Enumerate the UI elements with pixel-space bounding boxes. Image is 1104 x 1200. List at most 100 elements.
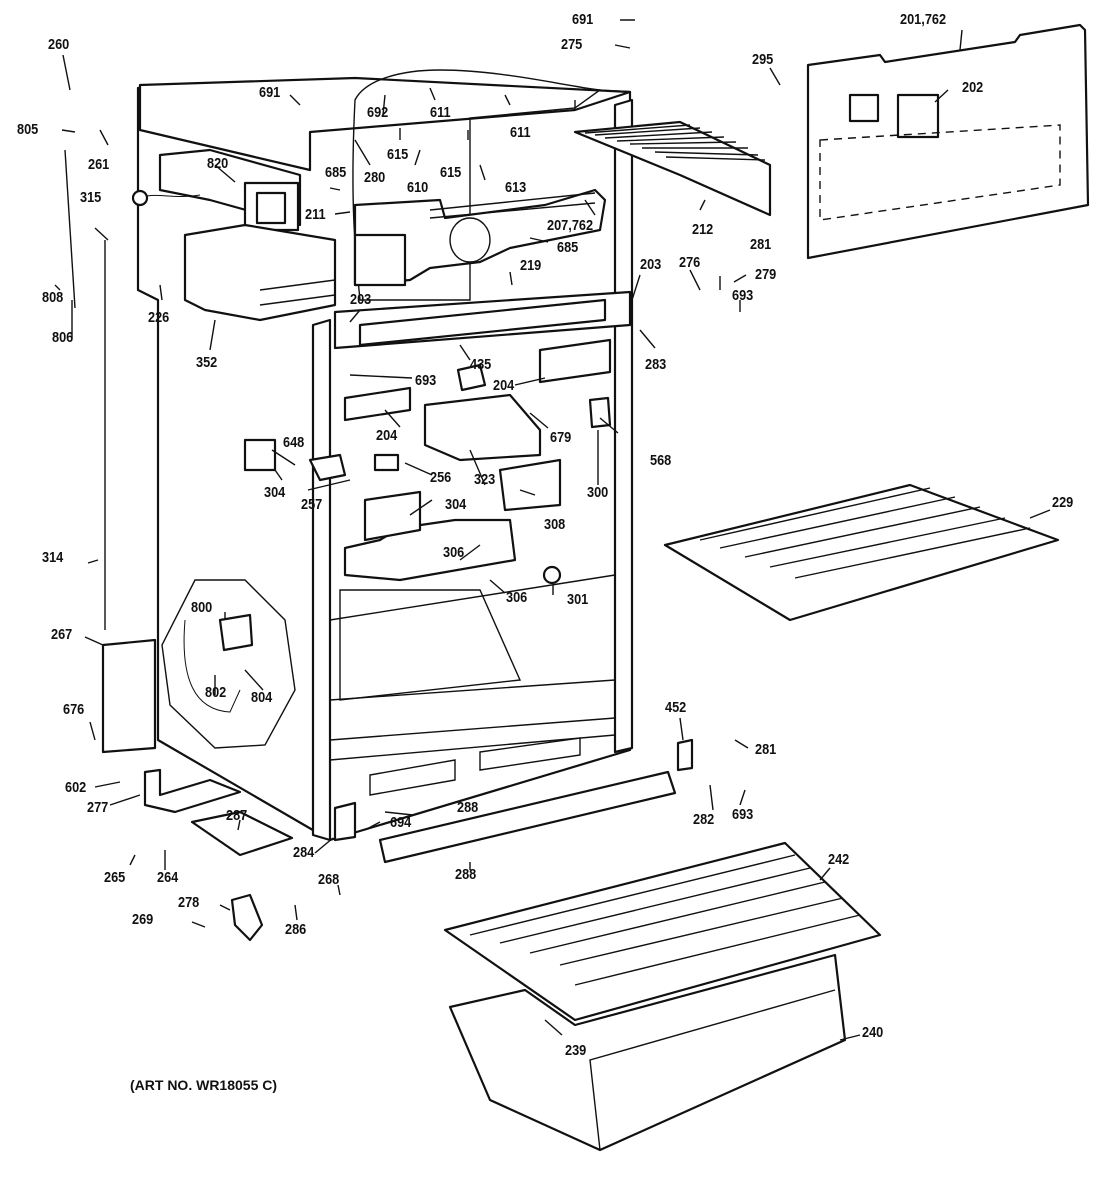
part-label-275: 275 [561, 36, 583, 53]
part-label-694: 694 [390, 814, 412, 831]
part-label-212: 212 [692, 221, 714, 238]
part-label-613: 613 [505, 179, 527, 196]
crisper-cover [443, 841, 882, 1022]
fill-tube [64, 149, 76, 309]
part-label-207-762: 207,762 [547, 217, 594, 234]
part-label-256: 256 [430, 469, 452, 486]
back-panel [806, 23, 1090, 260]
part-label-257: 257 [301, 496, 323, 513]
part-label-685-b: 685 [557, 239, 579, 256]
part-label-281-b: 281 [755, 741, 777, 758]
part-label-240: 240 [862, 1024, 884, 1041]
part-label-204: 204 [493, 377, 515, 394]
part-label-615-b: 615 [440, 164, 462, 181]
part-label-610: 610 [407, 179, 429, 196]
part-label-568: 568 [650, 452, 672, 469]
part-label-201-762: 201,762 [900, 11, 947, 28]
part-label-300: 300 [587, 484, 609, 501]
part-label-281: 281 [750, 236, 772, 253]
part-label-685: 685 [325, 164, 347, 181]
part-label-204-b: 204 [376, 427, 398, 444]
part-label-306: 306 [443, 544, 465, 561]
part-label-352: 352 [196, 354, 218, 371]
part-label-802: 802 [205, 684, 227, 701]
valve-cutaway [161, 579, 296, 749]
part-label-304: 304 [264, 484, 286, 501]
part-label-804: 804 [251, 689, 273, 706]
part-label-452: 452 [665, 699, 687, 716]
part-label-602: 602 [65, 779, 87, 796]
part-label-323: 323 [474, 471, 496, 488]
part-label-611-b: 611 [510, 124, 531, 141]
part-label-202: 202 [962, 79, 984, 96]
part-label-283: 283 [645, 356, 667, 373]
part-label-315: 315 [80, 189, 102, 206]
art-number: (ART NO. WR18055 C) [130, 1077, 278, 1093]
part-label-280: 280 [364, 169, 386, 186]
part-label-693-b: 693 [415, 372, 437, 389]
part-label-277: 277 [87, 799, 109, 816]
part-label-261: 261 [88, 156, 110, 173]
part-label-268: 268 [318, 871, 340, 888]
panel-267 [101, 638, 157, 754]
part-label-692: 692 [367, 104, 389, 121]
part-label-288-b: 288 [455, 866, 477, 883]
part-label-265: 265 [104, 869, 126, 886]
part-label-306-b: 306 [506, 589, 528, 606]
part-label-615: 615 [387, 146, 409, 163]
part-label-203: 203 [640, 256, 662, 273]
part-label-679: 679 [550, 429, 572, 446]
cutaway-outline [352, 69, 602, 301]
water-valve [218, 613, 254, 652]
part-label-691-b: 691 [572, 11, 594, 28]
part-label-226: 226 [148, 309, 170, 326]
part-label-264: 264 [157, 869, 179, 886]
ice-maker [131, 148, 337, 322]
part-label-284: 284 [293, 844, 315, 861]
part-label-805: 805 [17, 121, 39, 138]
part-label-203-b: 203 [350, 291, 372, 308]
part-label-282: 282 [693, 811, 715, 828]
roller-278 [230, 893, 264, 942]
part-label-279: 279 [755, 266, 777, 283]
part-label-693-c: 693 [732, 806, 754, 823]
part-label-676: 676 [63, 701, 85, 718]
part-label-800: 800 [191, 599, 213, 616]
part-label-269: 269 [132, 911, 154, 928]
part-label-242: 242 [828, 851, 850, 868]
part-label-219: 219 [520, 257, 542, 274]
evaporator-housing [353, 188, 607, 287]
part-label-308: 308 [544, 516, 566, 533]
part-label-435: 435 [470, 356, 492, 373]
part-label-691: 691 [259, 84, 281, 101]
part-label-276: 276 [679, 254, 701, 271]
part-label-211: 211 [305, 206, 326, 223]
part-label-287: 287 [226, 807, 248, 824]
bracket-284 [333, 801, 357, 842]
part-label-239: 239 [565, 1042, 587, 1059]
part-label-267: 267 [51, 626, 73, 643]
grille-288 [378, 770, 677, 864]
bracket-277 [143, 768, 242, 814]
wire-shelf-229 [663, 483, 1060, 622]
part-label-820: 820 [207, 155, 229, 172]
crisper-drawer [448, 953, 847, 1152]
part-label-295: 295 [752, 51, 774, 68]
part-label-648: 648 [283, 434, 305, 451]
part-label-806: 806 [52, 329, 74, 346]
part-label-288: 288 [457, 799, 479, 816]
wire-shelf-top [573, 120, 772, 217]
control-components [243, 290, 632, 585]
part-label-229: 229 [1052, 494, 1074, 511]
leader-lines [54, 19, 1051, 1041]
part-label-301: 301 [567, 591, 589, 608]
part-label-693: 693 [732, 287, 754, 304]
part-label-808: 808 [42, 289, 64, 306]
part-label-260: 260 [48, 36, 70, 53]
part-label-286: 286 [285, 921, 307, 938]
part-label-278: 278 [178, 894, 200, 911]
plate-287 [190, 810, 294, 857]
part-label-611: 611 [430, 104, 451, 121]
part-label-304-b: 304 [445, 496, 467, 513]
